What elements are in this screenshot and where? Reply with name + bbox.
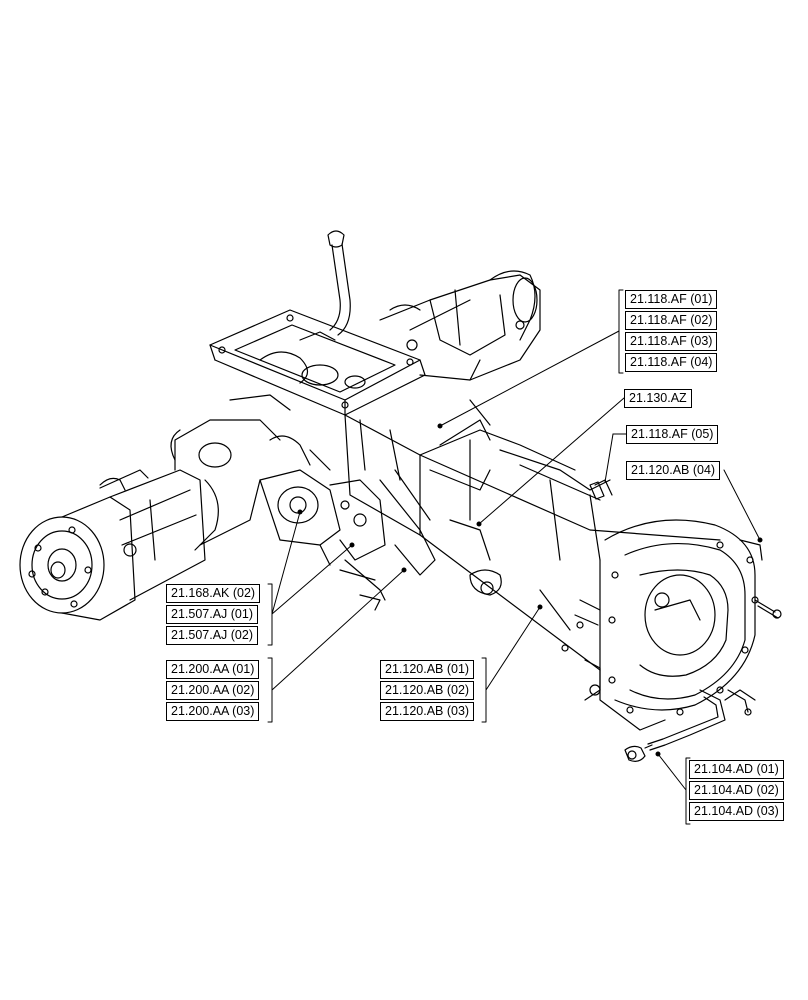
label-21-120-ab-03[interactable]: 21.120.AB (03) [380, 702, 475, 721]
label-21-130-az[interactable]: 21.130.AZ [624, 389, 692, 408]
label-21-120-ab-04[interactable]: 21.120.AB (04) [626, 461, 721, 480]
leader-lines [271, 330, 763, 791]
label-21-200-aa-02[interactable]: 21.200.AA (02) [166, 681, 260, 700]
label-21-120-ab-01[interactable]: 21.120.AB (01) [380, 660, 475, 679]
label-21-104-ad-01[interactable]: 21.104.AD (01) [689, 760, 784, 779]
label-21-168-ak-02[interactable]: 21.168.AK (02) [166, 584, 261, 603]
top-cover-frame [209, 309, 426, 416]
label-21-507-aj-01[interactable]: 21.507.AJ (01) [166, 605, 258, 624]
transmission-main-housing [344, 399, 721, 671]
label-21-118-af-04[interactable]: 21.118.AF (04) [625, 353, 718, 372]
label-21-104-ad-02[interactable]: 21.104.AD (02) [689, 781, 784, 800]
dipstick-tube [327, 230, 351, 336]
label-21-200-aa-03[interactable]: 21.200.AA (03) [166, 702, 260, 721]
label-21-104-ad-03[interactable]: 21.104.AD (03) [689, 802, 784, 821]
label-21-507-aj-02[interactable]: 21.507.AJ (02) [166, 626, 258, 645]
label-21-118-af-05[interactable]: 21.118.AF (05) [626, 425, 719, 444]
label-21-118-af-01[interactable]: 21.118.AF (01) [625, 290, 718, 309]
bell-housing [574, 519, 782, 731]
small-bracket-clip [589, 481, 605, 500]
label-21-120-ab-02[interactable]: 21.120.AB (02) [380, 681, 475, 700]
label-21-200-aa-01[interactable]: 21.200.AA (01) [166, 660, 260, 679]
label-21-118-af-02[interactable]: 21.118.AF (02) [625, 311, 718, 330]
label-21-118-af-03[interactable]: 21.118.AF (03) [625, 332, 718, 351]
linkage-and-valves [259, 435, 436, 611]
lubrication-pipe [624, 689, 752, 762]
left-axle-housing [19, 394, 291, 621]
right-axle-housing [379, 270, 541, 381]
